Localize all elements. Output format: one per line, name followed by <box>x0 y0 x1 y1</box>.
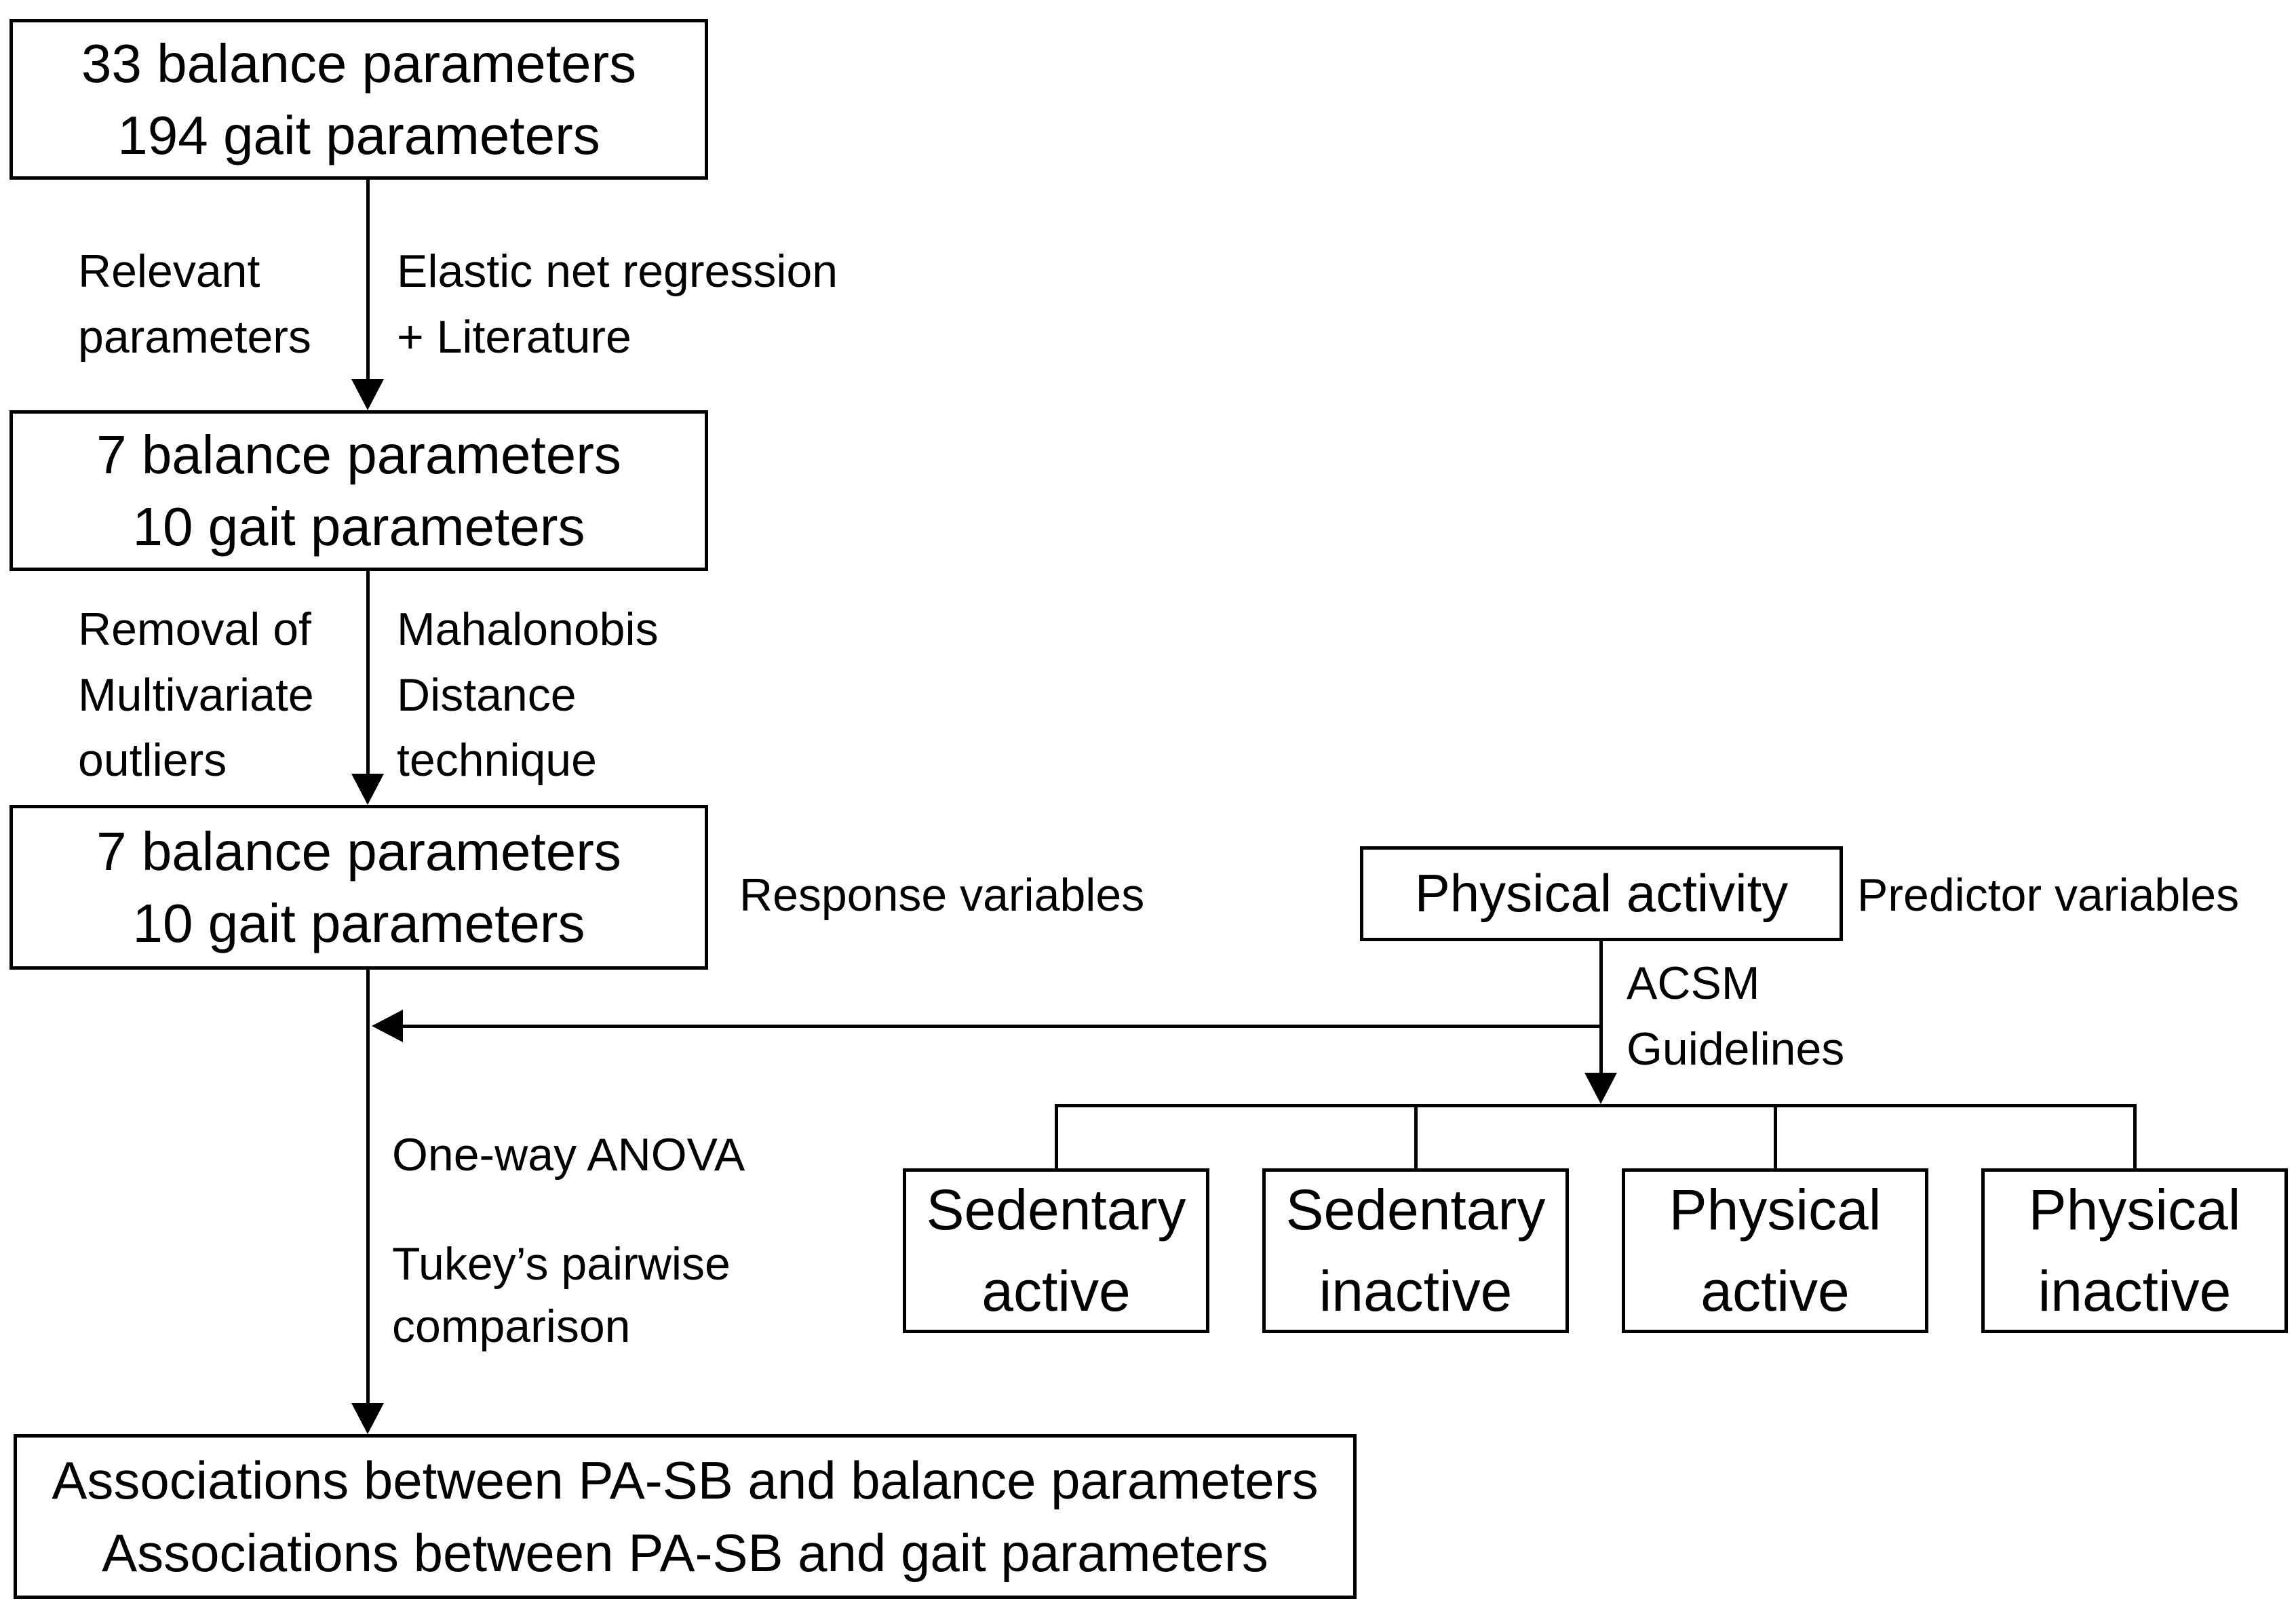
label-mahalonobis-technique: Mahalonobis Distance technique <box>397 603 659 787</box>
group-rail <box>1055 1104 2137 1107</box>
arrowhead-down-icon <box>351 1403 384 1434</box>
box-associations-outcome: Associations between PA-SB and balance p… <box>14 1434 1357 1599</box>
connector-pa-to-groups <box>1599 941 1603 1074</box>
box-selected-parameters: 7 balance parameters 10 gait parameters <box>9 410 708 571</box>
label-tukeys-comparison: Tukey’s pairwise comparison <box>392 1238 731 1353</box>
stub-physical-inactive <box>2133 1104 2137 1168</box>
stub-physical-active <box>1774 1104 1777 1168</box>
label-acsm-guidelines: ACSM Guidelines <box>1627 957 1845 1075</box>
arrowhead-left-icon <box>372 1010 403 1042</box>
label-predictor-variables: Predictor variables <box>1857 869 2240 921</box>
label-response-variables: Response variables <box>739 869 1145 921</box>
label-one-way-anova: One-way ANOVA <box>392 1129 745 1181</box>
connector-pa-to-analysis <box>402 1025 1603 1028</box>
stub-sedentary-inactive <box>1414 1104 1418 1168</box>
box-physical-inactive: Physical inactive <box>1981 1168 2288 1333</box>
connector-selected-to-cleaned <box>366 571 370 774</box>
box-physical-activity: Physical activity <box>1360 846 1843 941</box>
box-response-parameters: 7 balance parameters 10 gait parameters <box>9 805 708 970</box>
box-sedentary-inactive: Sedentary inactive <box>1262 1168 1569 1333</box>
arrowhead-down-icon <box>1584 1073 1617 1104</box>
arrowhead-down-icon <box>351 379 384 410</box>
box-initial-parameters: 33 balance parameters 194 gait parameter… <box>9 19 708 180</box>
connector-initial-to-selected <box>366 180 370 380</box>
arrowhead-down-icon <box>351 774 384 805</box>
stub-sedentary-active <box>1055 1104 1058 1168</box>
label-relevant-parameters: Relevant parameters <box>78 245 311 363</box>
box-physical-active: Physical active <box>1622 1168 1928 1333</box>
box-sedentary-active: Sedentary active <box>903 1168 1209 1333</box>
label-removal-outliers: Removal of Multivariate outliers <box>78 603 314 787</box>
label-elastic-net: Elastic net regression + Literature <box>397 245 838 363</box>
connector-cleaned-to-outcome <box>366 970 370 1404</box>
